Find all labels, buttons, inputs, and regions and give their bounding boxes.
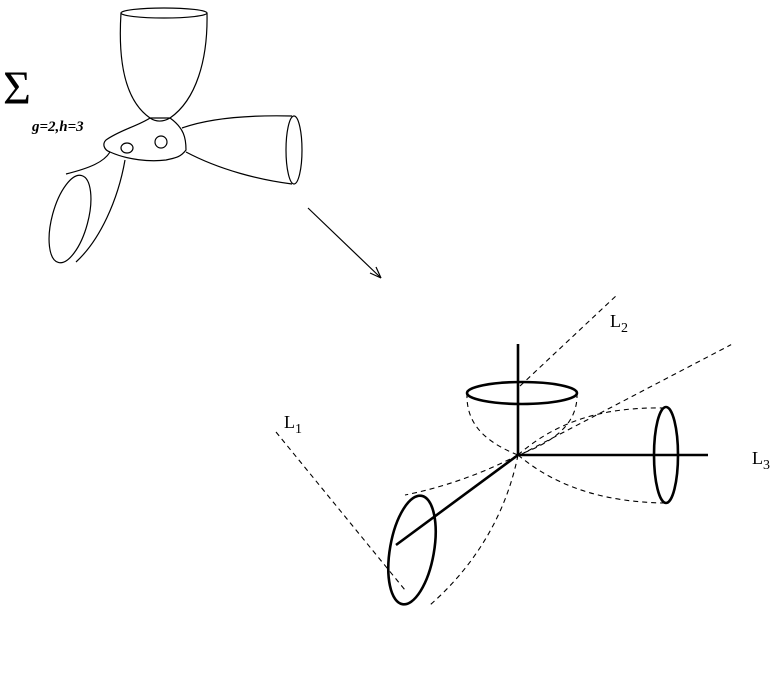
label-l2: L2 [610,311,628,336]
top-cone [465,380,579,456]
map-arrow [307,207,382,279]
target-configuration: L1 L2 L3 [275,293,770,606]
left-cup [48,151,126,264]
line-l1 [275,431,406,591]
surface-body [103,117,187,162]
label-l1: L1 [284,412,302,437]
line-l3 [519,344,732,456]
right-cone [517,405,680,505]
hole-right [154,135,168,149]
label-l3: L3 [752,448,770,473]
line-l2 [519,293,619,387]
axis-diagonal [395,453,519,547]
top-cup [119,7,208,122]
left-cone [387,454,519,606]
right-cup [181,115,303,185]
riemann-surface [48,7,303,264]
sigma-subscript: g=2,h=3 [31,119,84,135]
hole-left [120,142,134,154]
sigma-symbol: Σ [3,62,31,115]
